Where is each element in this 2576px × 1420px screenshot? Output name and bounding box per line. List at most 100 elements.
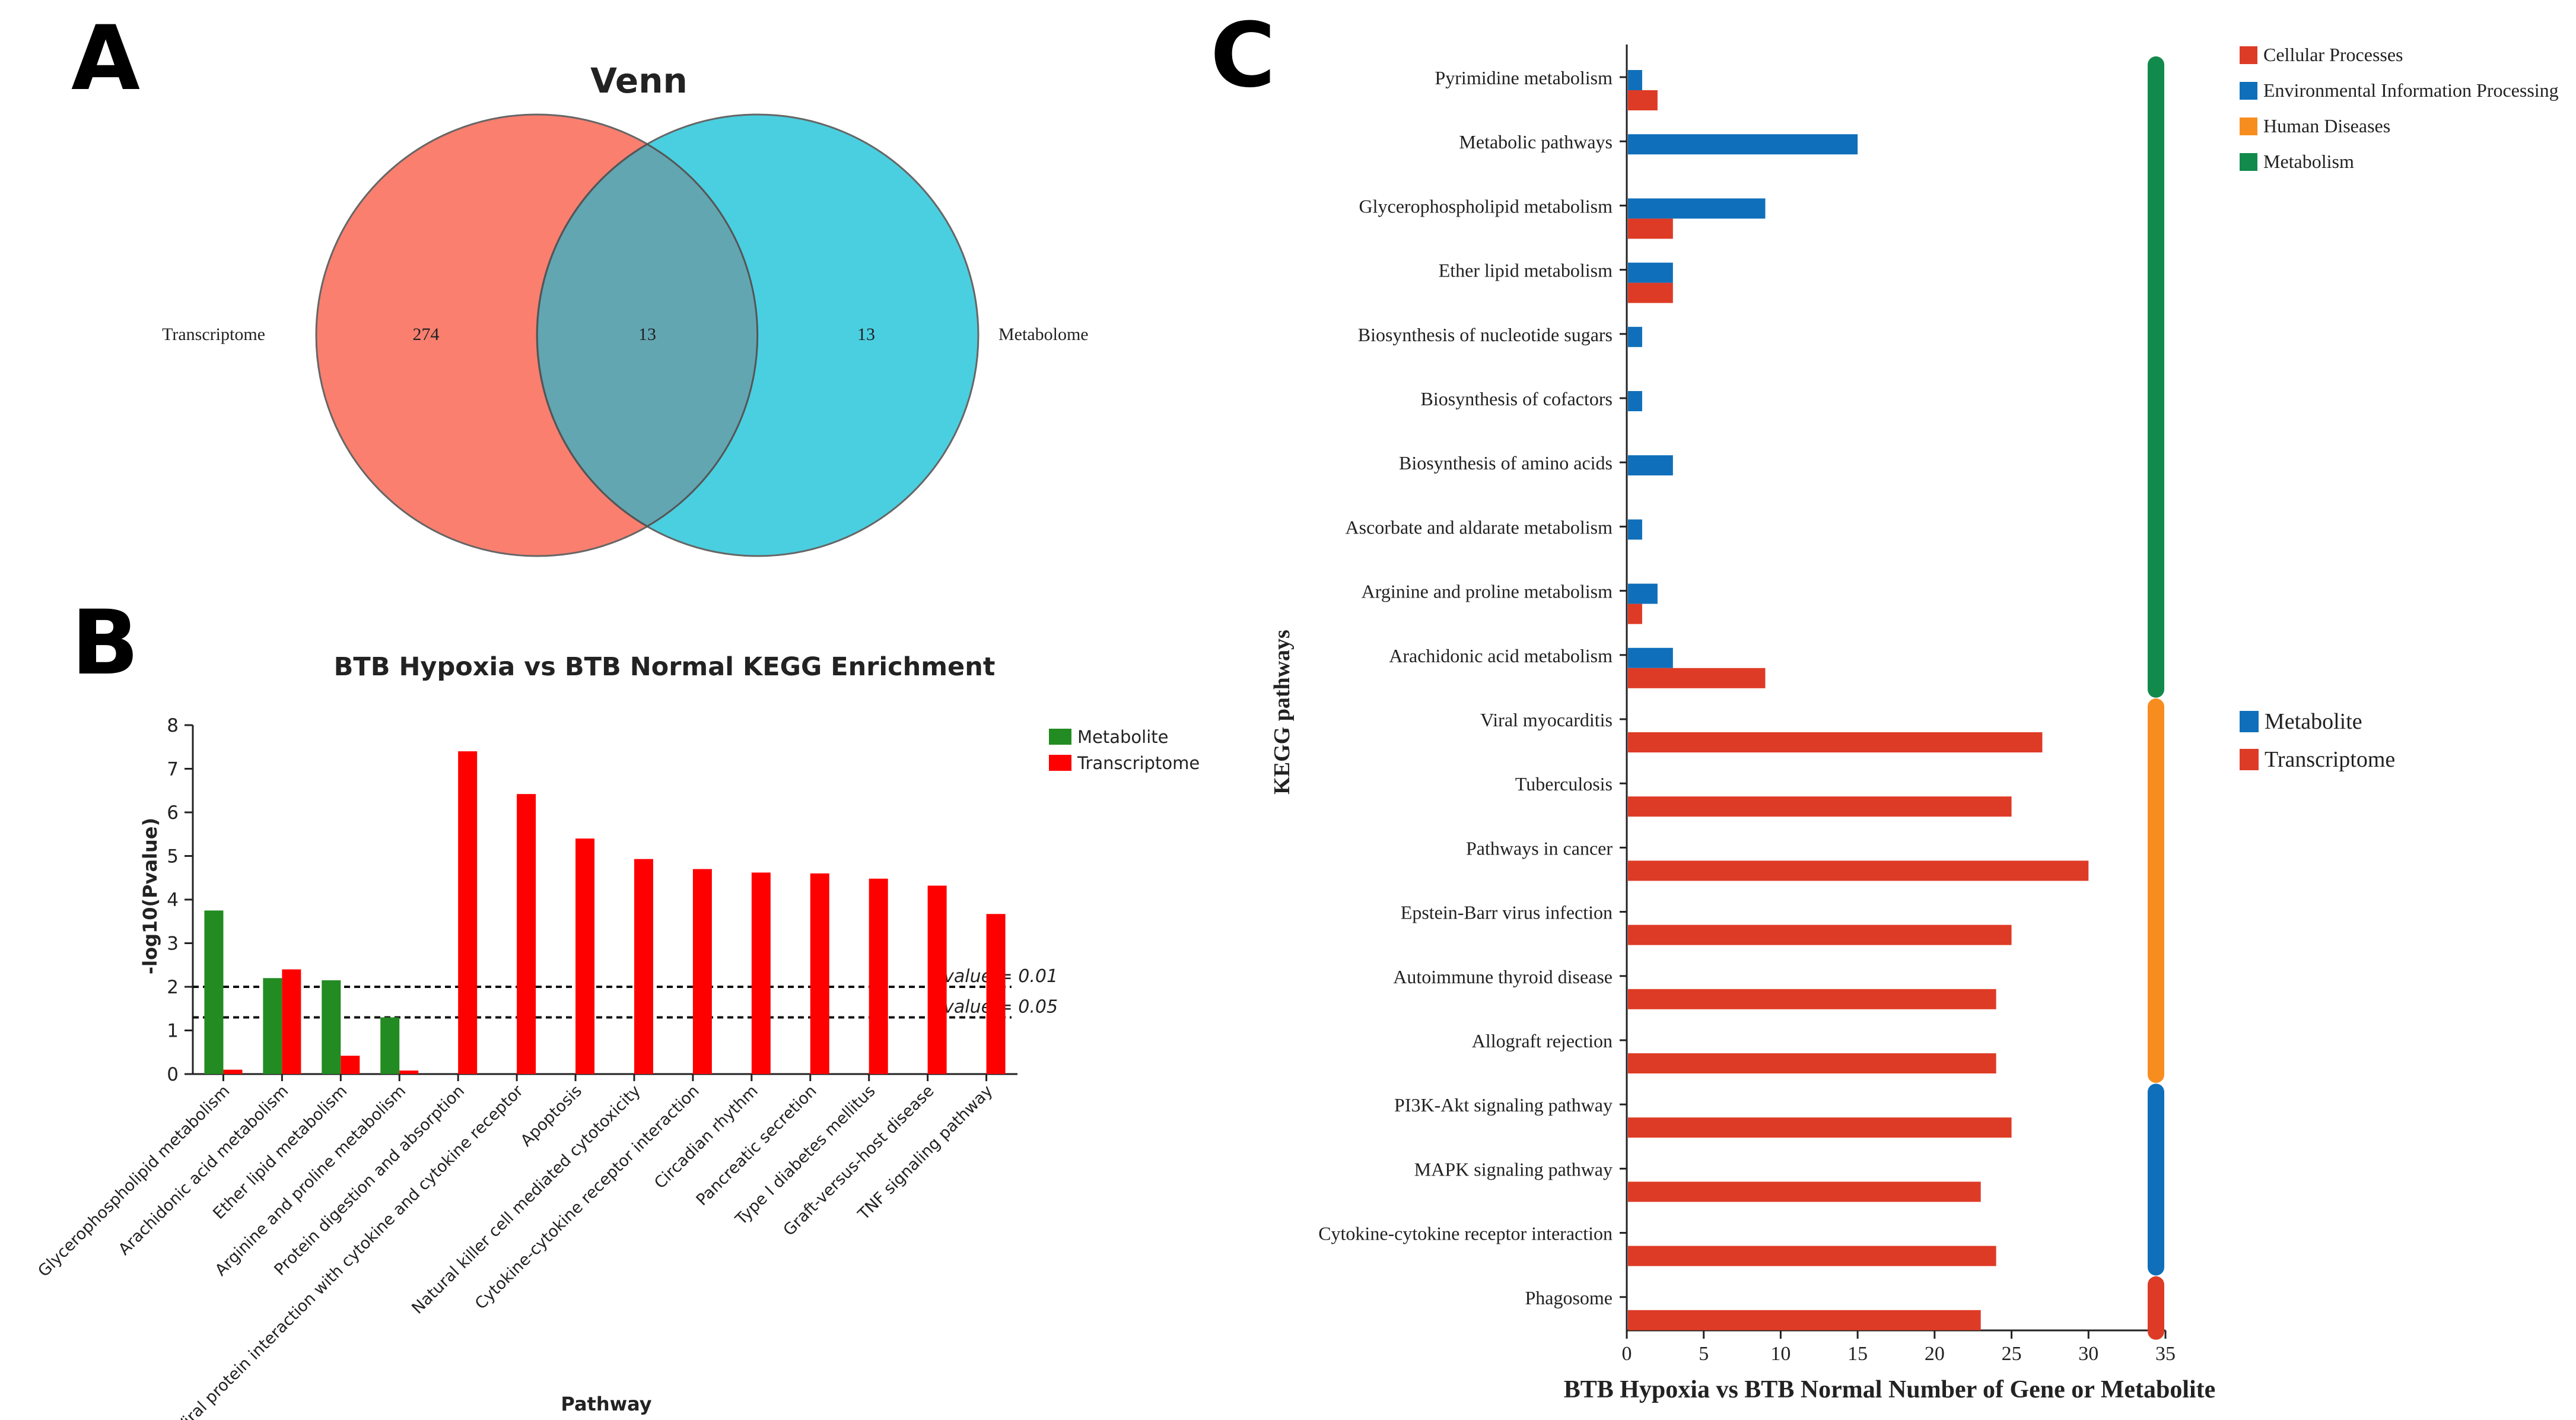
chart-c-x-tick-label: 30 (2078, 1343, 2098, 1365)
chart-b-bar-transcriptome (575, 838, 595, 1074)
panel-b: B BTB Hypoxia vs BTB Normal KEGG Enrichm… (34, 592, 1200, 1420)
chart-c-bar-metabolite (1628, 455, 1673, 476)
legend-b-metabolite-label: Metabolite (1077, 727, 1168, 747)
chart-c-x-tick-label: 15 (1847, 1343, 1868, 1365)
chart-b-legend: Metabolite Transcriptome (1049, 727, 1200, 773)
chart-b-x-tick-label: Pancreatic secretion (693, 1082, 820, 1209)
chart-b-bar-metabolite (204, 910, 224, 1074)
chart-b-bar-metabolite (380, 1017, 400, 1074)
chart-c-y-tick-label: Glycerophospholipid metabolism (1359, 195, 1613, 217)
chart-b-bar-transcriptome (399, 1070, 419, 1074)
chart-c-bar-transcriptome (1628, 1246, 1996, 1266)
chart-c-y-tick-label: Metabolic pathways (1459, 131, 1613, 153)
chart-c-x-tick-label: 5 (1699, 1343, 1709, 1365)
legend-c-category-swatch (2240, 46, 2257, 64)
chart-c-x-tick-label: 25 (2002, 1343, 2022, 1365)
chart-c-bar-metabolite (1628, 519, 1642, 540)
chart-c-bar-metabolite (1628, 326, 1642, 347)
chart-c-bar-metabolite (1628, 262, 1673, 283)
venn-set-label-right: Metabolome (998, 325, 1089, 344)
chart-c-category-brackets (2148, 56, 2164, 1340)
chart-c-bar-transcriptome (1628, 925, 2012, 945)
chart-c-y-tick-label: Biosynthesis of amino acids (1399, 452, 1613, 474)
chart-b-bar-metabolite (263, 978, 282, 1074)
chart-b-bar-transcriptome (869, 878, 888, 1074)
chart-c-y-tick-label: PI3K-Akt signaling pathway (1394, 1094, 1613, 1116)
legend-c-category-label: Environmental Information Processing (2263, 80, 2559, 101)
legend-c-series-label: Metabolite (2265, 709, 2362, 734)
chart-c-x-tick-label: 35 (2155, 1343, 2176, 1365)
legend-c-category-label: Human Diseases (2263, 115, 2390, 136)
legend-c-series-label: Transcriptome (2265, 747, 2395, 772)
chart-b-y-tick-label: 6 (167, 802, 179, 824)
venn-count-left-only: 274 (413, 325, 440, 344)
chart-b-bar-transcriptome (634, 859, 653, 1074)
chart-c-x-tick-label: 0 (1622, 1343, 1632, 1365)
legend-c-category-swatch (2240, 82, 2257, 100)
legend-c-category-label: Cellular Processes (2263, 44, 2403, 65)
chart-b-bar-transcriptome (692, 869, 712, 1074)
venn-count-both: 13 (638, 325, 656, 344)
venn-set-label-left: Transcriptome (162, 325, 265, 344)
panel-a: A Venn Transcriptome Metabolome 274 13 1… (71, 7, 1089, 557)
legend-b-metabolite-swatch (1049, 729, 1071, 745)
chart-c-y-tick-label: MAPK signaling pathway (1414, 1158, 1613, 1180)
chart-c-y-tick-label: Ether lipid metabolism (1439, 260, 1613, 281)
chart-c-bar-transcriptome (1628, 282, 1673, 303)
chart-c-bar-metabolite (1628, 70, 1642, 90)
chart-c-y-tick-label: Biosynthesis of cofactors (1421, 388, 1613, 409)
chart-b-x-tick-label: Circadian rhythm (651, 1082, 762, 1193)
chart-c-bar-metabolite (1628, 198, 1766, 219)
chart-b-bar-transcriptome (810, 873, 829, 1074)
chart-c-bar-metabolite (1628, 391, 1642, 411)
legend-c-category-swatch (2240, 153, 2257, 171)
chart-c-bracket-environmental-information-processing (2148, 1084, 2164, 1276)
chart-b-y-tick-label: 3 (167, 933, 179, 955)
legend-c-category-label: Metabolism (2263, 151, 2354, 172)
chart-b-y-tick-label: 1 (167, 1021, 179, 1042)
chart-b-ylabel: -log10(Pvalue) (139, 818, 161, 974)
chart-c-bar-transcriptome (1628, 603, 1642, 624)
chart-c-y-tick-label: Ascorbate and aldarate metabolism (1346, 516, 1613, 538)
chart-b-bar-transcriptome (223, 1069, 243, 1074)
chart-c-y-tick-label: Phagosome (1525, 1287, 1613, 1308)
venn-count-right-only: 13 (857, 325, 875, 344)
chart-c-bracket-cellular-processes (2148, 1276, 2164, 1340)
chart-c-y-tick-label: Epstein-Barr virus infection (1401, 902, 1613, 923)
chart-c-y-tick-label: Autoimmune thyroid disease (1393, 966, 1613, 987)
legend-b-transcriptome-label: Transcriptome (1077, 753, 1200, 773)
chart-b-bar-transcriptome (458, 751, 478, 1074)
chart-c-y-tick-label: Cytokine-cytokine receptor interaction (1318, 1223, 1613, 1244)
chart-b-y-tick-label: 0 (167, 1064, 179, 1085)
chart-c-bar-transcriptome (1628, 668, 1766, 688)
chart-b-y-tick-label: 2 (167, 977, 179, 998)
panel-c-letter: C (1210, 4, 1276, 107)
chart-b-bar-transcriptome (927, 885, 947, 1074)
chart-b-title: BTB Hypoxia vs BTB Normal KEGG Enrichmen… (334, 652, 996, 682)
chart-c-bar-transcriptome (1628, 90, 1658, 110)
chart-b-bar-transcriptome (986, 914, 1006, 1074)
chart-c-bar-transcriptome (1628, 1310, 1981, 1330)
chart-c-bar-transcriptome (1628, 1181, 1981, 1202)
chart-c-bar-transcriptome (1628, 796, 2012, 817)
chart-c-bar-transcriptome (1628, 1053, 1996, 1073)
chart-c-y-tick-label: Arginine and proline metabolism (1362, 581, 1613, 602)
venn-title: Venn (590, 61, 688, 101)
chart-c-bar-transcriptome (1628, 860, 2089, 881)
chart-c-bar-transcriptome (1628, 989, 1996, 1009)
panel-a-letter: A (71, 7, 140, 110)
chart-b-x-tick-label: Cytokine-cytokine receptor interaction (472, 1082, 703, 1313)
chart-c-y-tick-label: Pathways in cancer (1466, 837, 1613, 859)
chart-b-bar-transcriptome (751, 872, 771, 1074)
legend-c-series-swatch (2240, 711, 2259, 732)
chart-b-bar-metabolite (322, 980, 341, 1074)
chart-c-y-tick-label: Biosynthesis of nucleotide sugars (1358, 324, 1613, 345)
legend-c-category-swatch (2240, 117, 2257, 135)
venn-overlap-region (536, 143, 759, 528)
chart-c-y-tick-label: Allograft rejection (1472, 1030, 1613, 1052)
chart-c-y-tick-label: Arachidonic acid metabolism (1389, 645, 1613, 666)
chart-b-y-tick-label: 5 (167, 846, 179, 868)
